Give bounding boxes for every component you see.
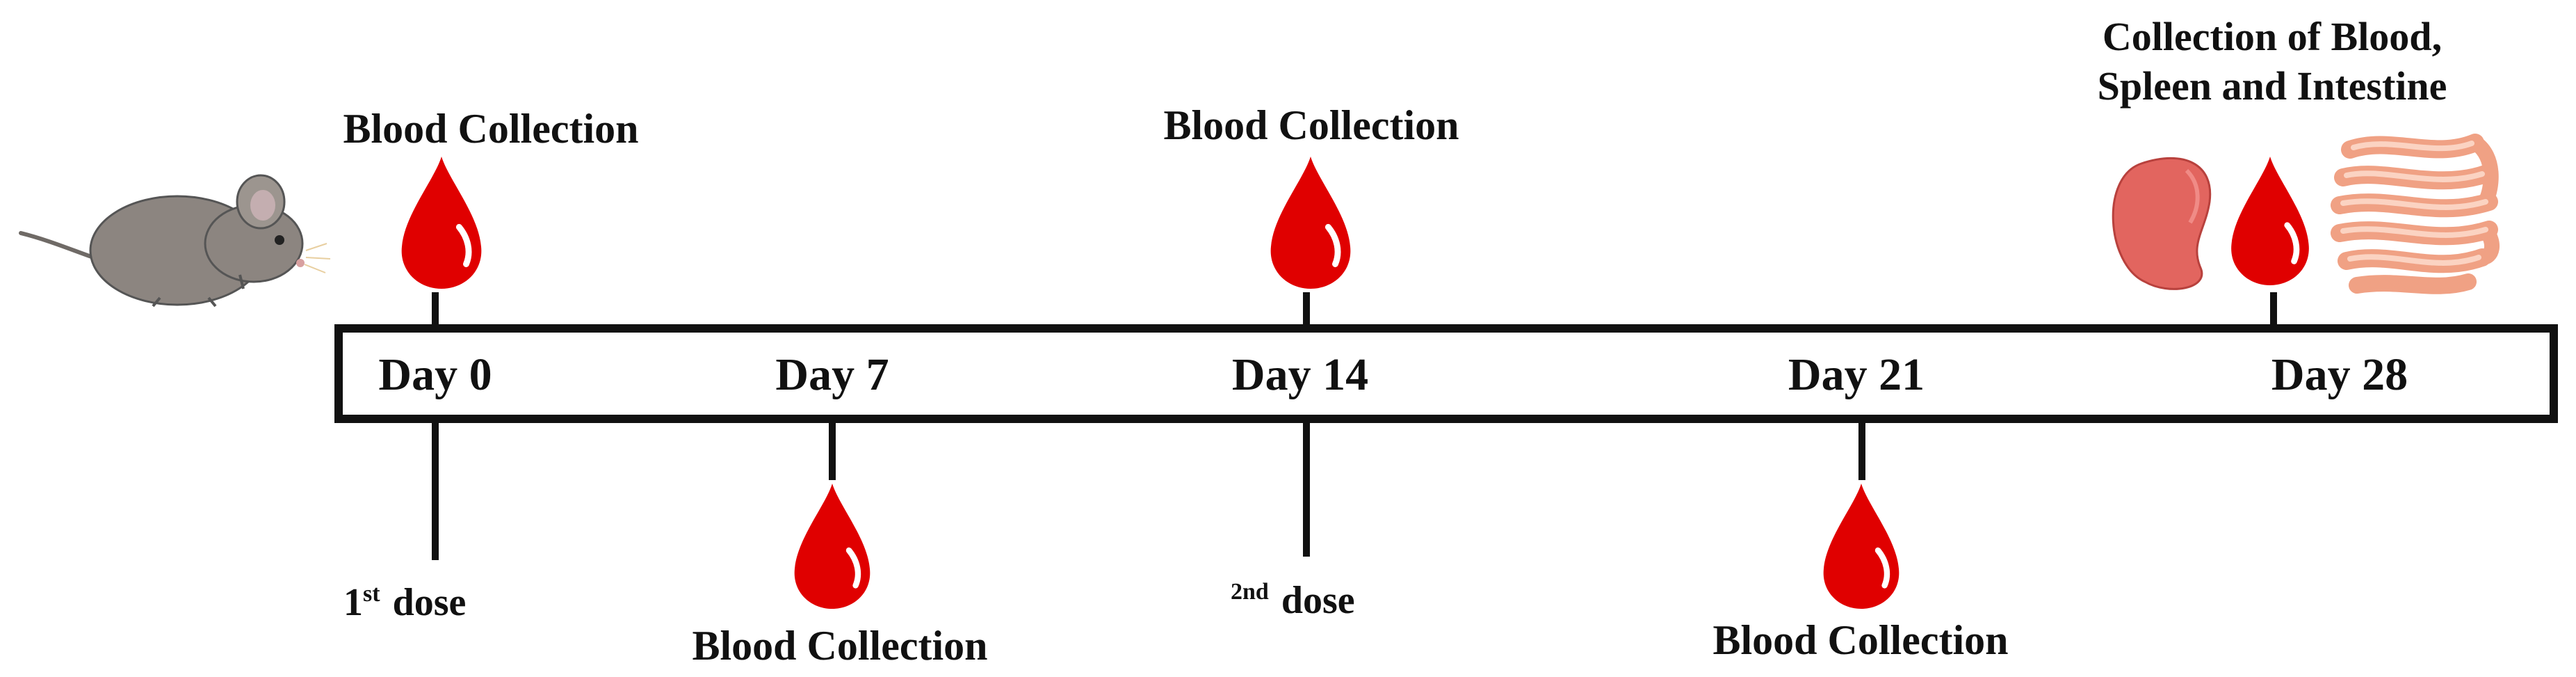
day-0-label: Day 0 [378,349,492,400]
blood-drop-icon [1271,157,1351,289]
day-28-collection-label: Collection of Blood, Spleen and Intestin… [2029,13,2516,111]
first-dose-ordinal: st [363,581,380,607]
second-dose-ordinal-wrap: 2nd [1231,579,1269,605]
day-7-label: Day 7 [775,349,889,400]
mouse-icon [19,174,331,308]
intestine-icon [2331,134,2500,294]
day-0-collection-label: Blood Collection [343,106,639,152]
blood-drop-icon [1824,484,1899,609]
spleen-icon [2112,157,2212,290]
second-dose-ordinal: nd [1242,579,1269,605]
day-7-collection-label: Blood Collection [692,623,988,669]
first-dose-label: 1st dose [343,581,467,624]
second-dose-text: dose [1281,579,1355,622]
day-28-collection-line1: Collection of Blood, [2102,14,2443,59]
second-dose-label: 2nd dose [1231,579,1355,622]
day-21-label: Day 21 [1788,349,1925,400]
day-28-collection-line2: Spleen and Intestine [2097,63,2447,109]
day-21-collection-label: Blood Collection [1712,617,2009,663]
blood-drop-icon [402,157,482,289]
first-dose-number: 1 [343,581,363,624]
timeline-bar [334,324,2558,423]
first-dose-text: dose [392,581,467,624]
day-14-label: Day 14 [1231,349,1369,400]
day-14-collection-label: Blood Collection [1163,102,1459,148]
blood-drop-icon [795,484,870,609]
blood-drop-icon [2231,157,2309,285]
day-28-label: Day 28 [2271,349,2408,400]
second-dose-number: 2 [1231,579,1242,605]
